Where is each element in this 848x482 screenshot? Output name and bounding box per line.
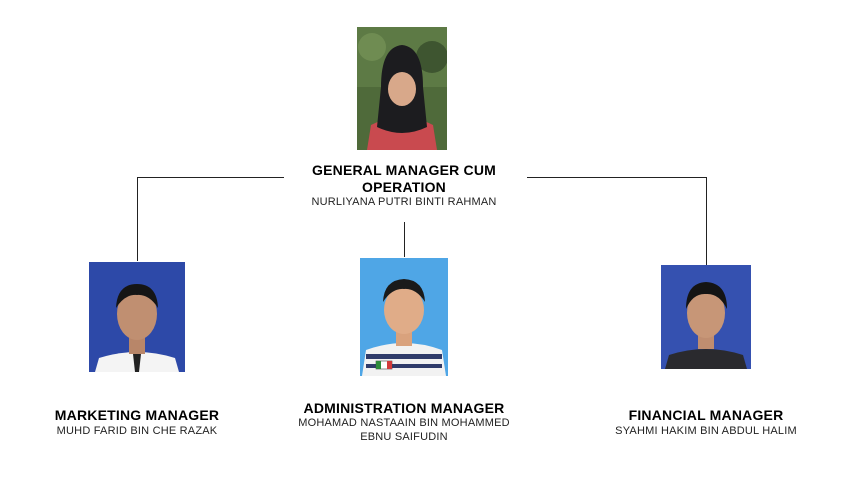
administration-manager-title: ADMINISTRATION MANAGER bbox=[303, 400, 505, 416]
connector-right-horizontal bbox=[527, 177, 707, 178]
general-manager-photo bbox=[357, 27, 447, 150]
connector-left-vertical bbox=[137, 177, 138, 261]
administration-manager-photo bbox=[360, 258, 448, 376]
financial-manager-photo bbox=[661, 265, 751, 369]
marketing-manager-title: MARKETING MANAGER bbox=[54, 407, 220, 423]
administration-manager-name: MOHAMAD NASTAAIN BIN MOHAMMED EBNU SAIFU… bbox=[298, 417, 510, 443]
marketing-manager-name: MUHD FARID BIN CHE RAZAK bbox=[56, 425, 218, 437]
marketing-manager-photo bbox=[89, 262, 185, 372]
connector-right-vertical bbox=[706, 177, 707, 265]
general-manager-title: GENERAL MANAGER CUM OPERATION bbox=[312, 162, 496, 195]
connector-left-horizontal bbox=[137, 177, 284, 178]
financial-manager-name: SYAHMI HAKIM BIN ABDUL HALIM bbox=[615, 425, 797, 437]
general-manager-name: NURLIYANA PUTRI BINTI RAHMAN bbox=[311, 196, 497, 208]
financial-manager-title: FINANCIAL MANAGER bbox=[628, 407, 784, 423]
connector-center-vertical bbox=[404, 222, 405, 257]
